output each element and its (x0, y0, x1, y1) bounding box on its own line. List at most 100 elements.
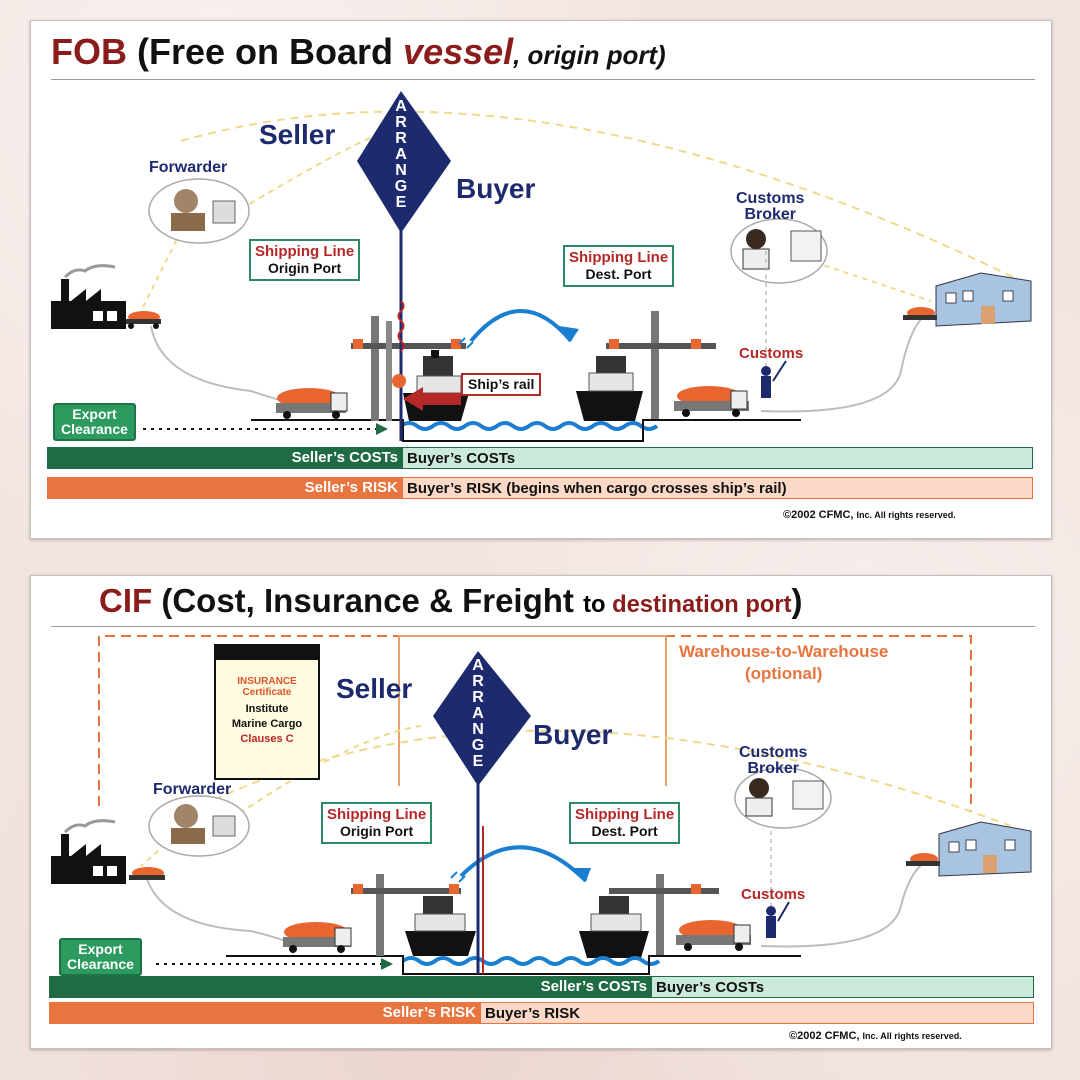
origin-crane-icon (351, 316, 466, 421)
cif-scene (51, 635, 1032, 975)
cif-insurance-bracket (398, 635, 667, 786)
fob-arrange-diamond (357, 91, 451, 233)
fob-sellers-costs: Seller’s COSTs (47, 447, 402, 469)
small-truck-icon (126, 311, 161, 329)
fob-seller-label: Seller (259, 119, 336, 150)
forwarder-icon (148, 178, 250, 244)
fob-copyright-small: Inc. All rights reserved. (856, 510, 956, 520)
cif-forwarder-link (140, 830, 182, 867)
cif-panel: CIF (Cost, Insurance & Freight to destin… (30, 575, 1052, 1049)
fob-arrange-a1: A (395, 98, 407, 115)
ships-rail-label: Ship’s rail (461, 373, 542, 396)
fob-buyer-label: Buyer (456, 173, 536, 204)
cif-road-dest (760, 858, 932, 948)
cif-export-line1: Export (78, 941, 123, 957)
fob-title-abbr: FOB (51, 31, 127, 72)
fob-title-tail: , origin port) (513, 42, 666, 70)
fob-buyers-costs: Buyer’s COSTs (402, 447, 1033, 469)
cif-customs-broker-line1: Customs (739, 744, 808, 761)
fob-road-origin (150, 325, 302, 407)
dest-ship-icon (576, 356, 643, 421)
cif-origin-truck-icon (226, 922, 396, 957)
cif-customs-broker-icon (734, 767, 832, 829)
dest-crane-icon (606, 311, 716, 421)
cif-shipping-line-origin: Shipping Line Origin Port (321, 802, 433, 844)
fob-forwarder-link (140, 230, 182, 312)
fob-title-rule (51, 79, 1035, 80)
customs-officer-icon (761, 251, 787, 398)
warehouse-line2: (optional) (744, 664, 823, 683)
cert-line-marine-cargo: Marine Cargo (231, 718, 303, 730)
cif-copyright-small: Inc. All rights reserved. (862, 1031, 962, 1041)
fob-customs-broker-line2: Broker (744, 206, 797, 223)
cif-arrange-r2: R (472, 689, 484, 706)
cif-copyright: ©2002 CFMC, Inc. All rights reserved. (789, 1030, 962, 1042)
cif-factory-icon (51, 819, 126, 884)
fob-risk-bar: Seller’s RISK Buyer’s RISK (begins when … (47, 477, 1033, 499)
cif-dest-ship-icon (579, 896, 649, 958)
cert-header-bar (216, 646, 318, 660)
cif-seller-label: Seller (336, 673, 413, 704)
fob-transit-arrow-head (559, 326, 579, 341)
cif-title-to: to (583, 591, 613, 618)
cif-arrange-a1: A (472, 657, 484, 674)
fob-copyright: ©2002 CFMC, Inc. All rights reserved. (783, 509, 956, 521)
warehouse-line1: Warehouse-to-Warehouse (679, 642, 889, 661)
cif-arrange-g: G (471, 737, 485, 754)
cif-forwarder-icon (148, 795, 250, 857)
cif-origin-l2: Origin Port (340, 823, 414, 839)
cert-line-insurance: INSURANCE (237, 676, 297, 687)
fob-customs-label: Customs (739, 345, 804, 362)
fob-transit-tail (458, 337, 474, 349)
fob-origin-l2: Origin Port (268, 260, 342, 276)
cif-dest-l1: Shipping Line (575, 806, 675, 823)
fob-export-clearance: Export Clearance (53, 403, 136, 441)
fob-cargo-hook-load (392, 374, 406, 388)
fob-origin-l1: Shipping Line (255, 243, 355, 260)
fob-buyers-risk: Buyer’s RISK (begins when cargo crosses … (402, 477, 1033, 499)
dest-truck-icon (674, 386, 749, 417)
cif-export-line2: Clearance (67, 956, 134, 972)
cif-export-clearance: Export Clearance (59, 938, 142, 976)
cif-sellers-costs: Seller’s COSTs (49, 976, 651, 998)
cif-buyer-arc (200, 729, 1012, 827)
export-clearance-arrow-head (376, 423, 388, 435)
fob-arrange-n: N (395, 162, 407, 179)
fob-arrange-r2: R (395, 130, 407, 147)
fob-road-dest (760, 310, 932, 413)
cif-arrange-a2: A (472, 705, 484, 722)
cert-line-clauses: Clauses C (240, 733, 294, 745)
fob-arrange-g: G (394, 178, 408, 195)
cif-customs-label: Customs (741, 886, 806, 903)
cif-transit-arrow-head (573, 868, 591, 881)
cif-costs-bar: Seller’s COSTs Buyer’s COSTs (49, 976, 1034, 998)
cif-transit-arrow (459, 845, 588, 883)
fob-dest-l1: Shipping Line (569, 249, 669, 266)
cif-seller-arc (220, 725, 422, 827)
cif-arrange-n: N (472, 721, 484, 738)
cif-warehouse-truck-icon (906, 853, 940, 866)
customs-broker-icon (730, 218, 828, 284)
warehouse-icon (935, 272, 1032, 327)
cif-dest-l2: Dest. Port (591, 823, 658, 839)
cif-origin-ship-icon (405, 896, 476, 956)
cif-forwarder-label: Forwarder (153, 781, 232, 798)
insurance-certificate: INSURANCE Certificate Institute Marine C… (214, 644, 320, 780)
cif-warehouse-bracket (98, 635, 972, 811)
fob-arrange-e: E (395, 194, 407, 211)
cert-line-institute: Institute (245, 703, 289, 715)
fob-export-line1: Export (72, 406, 117, 422)
fob-seller-arc (220, 130, 392, 222)
cif-export-clearance-arrow-head (381, 958, 393, 970)
cif-arrange-diamond (433, 651, 531, 786)
fob-title-vessel: vessel (403, 31, 514, 72)
cif-title-abbr: CIF (99, 582, 153, 619)
cif-arrange-r1: R (472, 673, 484, 690)
factory-icon (51, 264, 126, 329)
fob-transit-arrow (469, 309, 573, 343)
cif-customs-broker-line2: Broker (747, 760, 800, 777)
cif-small-truck-icon (129, 867, 165, 880)
cif-risk-bar: Seller’s RISK Buyer’s RISK (49, 1002, 1034, 1024)
ships-rail-arrow (403, 387, 461, 411)
fob-copyright-main: ©2002 CFMC, (783, 509, 854, 521)
